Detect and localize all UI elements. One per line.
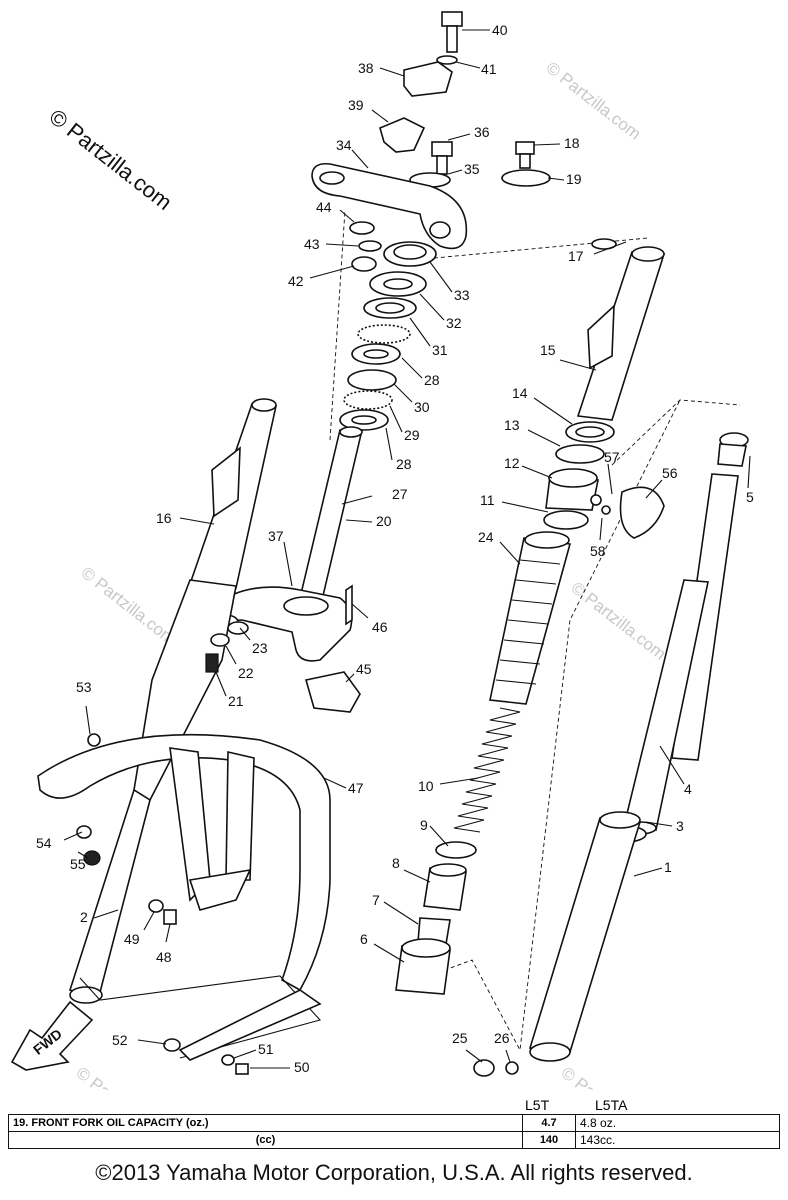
exploded-parts-diagram: .part { fill: #fff; stroke: #111; stroke… (10, 11, 754, 1090)
table-row: (cc) 140 143cc. (8, 1131, 780, 1149)
callout-22: 22 (238, 665, 254, 681)
right-fork-assembly (543, 238, 666, 539)
callout-21: 21 (228, 693, 244, 709)
callout-19: 19 (566, 171, 582, 187)
spec-desc-cc: (cc) (8, 1131, 523, 1149)
spec-model-header: L5T L5TA (8, 1097, 780, 1114)
callout-55: 55 (70, 856, 86, 872)
callout-28a: 28 (424, 372, 440, 388)
callout-46: 46 (372, 619, 388, 635)
callout-23: 23 (252, 640, 268, 656)
callout-57: 57 (604, 449, 620, 465)
model-l5t: L5T (525, 1097, 550, 1113)
svg-text:© Partzilla.com: © Partzilla.com (543, 58, 645, 144)
callout-20: 20 (376, 513, 392, 529)
callout-53: 53 (76, 679, 92, 695)
callout-6: 6 (360, 931, 368, 947)
callout-37: 37 (268, 528, 284, 544)
callout-24: 24 (478, 529, 494, 545)
callout-54: 54 (36, 835, 52, 851)
callout-32: 32 (446, 315, 462, 331)
callout-18: 18 (564, 135, 580, 151)
callout-28b: 28 (396, 456, 412, 472)
callout-43: 43 (304, 236, 320, 252)
callout-34: 34 (336, 137, 352, 153)
fork-boot-and-spring (453, 531, 572, 833)
callout-2: 2 (80, 909, 88, 925)
right-fork-tubes (528, 432, 749, 1062)
callout-16: 16 (156, 510, 172, 526)
callout-56: 56 (662, 465, 678, 481)
callout-4: 4 (684, 781, 692, 797)
callout-49: 49 (124, 931, 140, 947)
callout-26: 26 (494, 1030, 510, 1046)
callout-17: 17 (568, 248, 584, 264)
callout-9: 9 (420, 817, 428, 833)
spec-table: 19. FRONT FORK OIL CAPACITY (oz.) 4.7 4.… (8, 1114, 780, 1149)
callout-45: 45 (356, 661, 372, 677)
callout-44: 44 (316, 199, 332, 215)
spec-l5t-cc: 140 (522, 1131, 576, 1149)
model-l5ta: L5TA (595, 1097, 628, 1113)
callout-50: 50 (294, 1059, 310, 1075)
svg-text:© Partzilla.com: © Partzilla.com (78, 563, 180, 649)
callout-27: 27 (392, 486, 408, 502)
callout-52: 52 (112, 1032, 128, 1048)
callout-8: 8 (392, 855, 400, 871)
callout-15: 15 (540, 342, 556, 358)
svg-text:© Partzilla.com: © Partzilla.com (73, 1063, 175, 1090)
svg-text:© Partzilla.com: © Partzilla.com (558, 1063, 660, 1090)
handlebar-holder-group (379, 11, 551, 188)
steering-stem (213, 426, 364, 662)
oil-capacity-spec: L5T L5TA 19. FRONT FORK OIL CAPACITY (oz… (8, 1097, 780, 1149)
callout-7: 7 (372, 892, 380, 908)
callout-29: 29 (404, 427, 420, 443)
callout-58: 58 (590, 543, 606, 559)
callout-30: 30 (414, 399, 430, 415)
callout-12: 12 (504, 455, 520, 471)
spec-desc-oz: 19. FRONT FORK OIL CAPACITY (oz.) (8, 1114, 523, 1132)
table-row: 19. FRONT FORK OIL CAPACITY (oz.) 4.7 4.… (8, 1114, 780, 1132)
callout-5: 5 (746, 489, 754, 505)
steering-bearing-stack (339, 241, 437, 431)
callout-1: 1 (664, 859, 672, 875)
callout-42: 42 (288, 273, 304, 289)
callout-39: 39 (348, 97, 364, 113)
svg-text:© Partzilla.com: © Partzilla.com (568, 578, 670, 664)
part-callouts: 40 41 38 39 36 18 34 35 19 44 43 42 17 3… (36, 22, 754, 1075)
damper-parts (395, 841, 477, 995)
callout-3: 3 (676, 818, 684, 834)
callout-36: 36 (474, 124, 490, 140)
callout-13: 13 (504, 417, 520, 433)
callout-38: 38 (358, 60, 374, 76)
callout-35: 35 (464, 161, 480, 177)
forward-arrow: FWD (10, 1000, 94, 1071)
upper-bracket (311, 162, 468, 250)
copyright-notice: ©2013 Yamaha Motor Corporation, U.S.A. A… (95, 1160, 693, 1185)
callout-10: 10 (418, 778, 434, 794)
callout-14: 14 (512, 385, 528, 401)
callout-11: 11 (480, 492, 495, 508)
callout-41: 41 (481, 61, 497, 77)
callout-25: 25 (452, 1030, 468, 1046)
callout-40: 40 (492, 22, 508, 38)
callout-47: 47 (348, 780, 364, 796)
callout-31: 31 (432, 342, 448, 358)
small-washers (349, 221, 382, 272)
lower-fasteners (76, 733, 519, 1077)
callout-48: 48 (156, 949, 172, 965)
spec-l5ta-oz: 4.8 oz. (575, 1114, 780, 1132)
spec-l5t-oz: 4.7 (522, 1114, 576, 1132)
callout-51: 51 (258, 1041, 274, 1057)
spec-l5ta-cc: 143cc. (575, 1131, 780, 1149)
front-fender (37, 733, 331, 1061)
leader-lines (63, 29, 751, 1069)
callout-33: 33 (454, 287, 470, 303)
